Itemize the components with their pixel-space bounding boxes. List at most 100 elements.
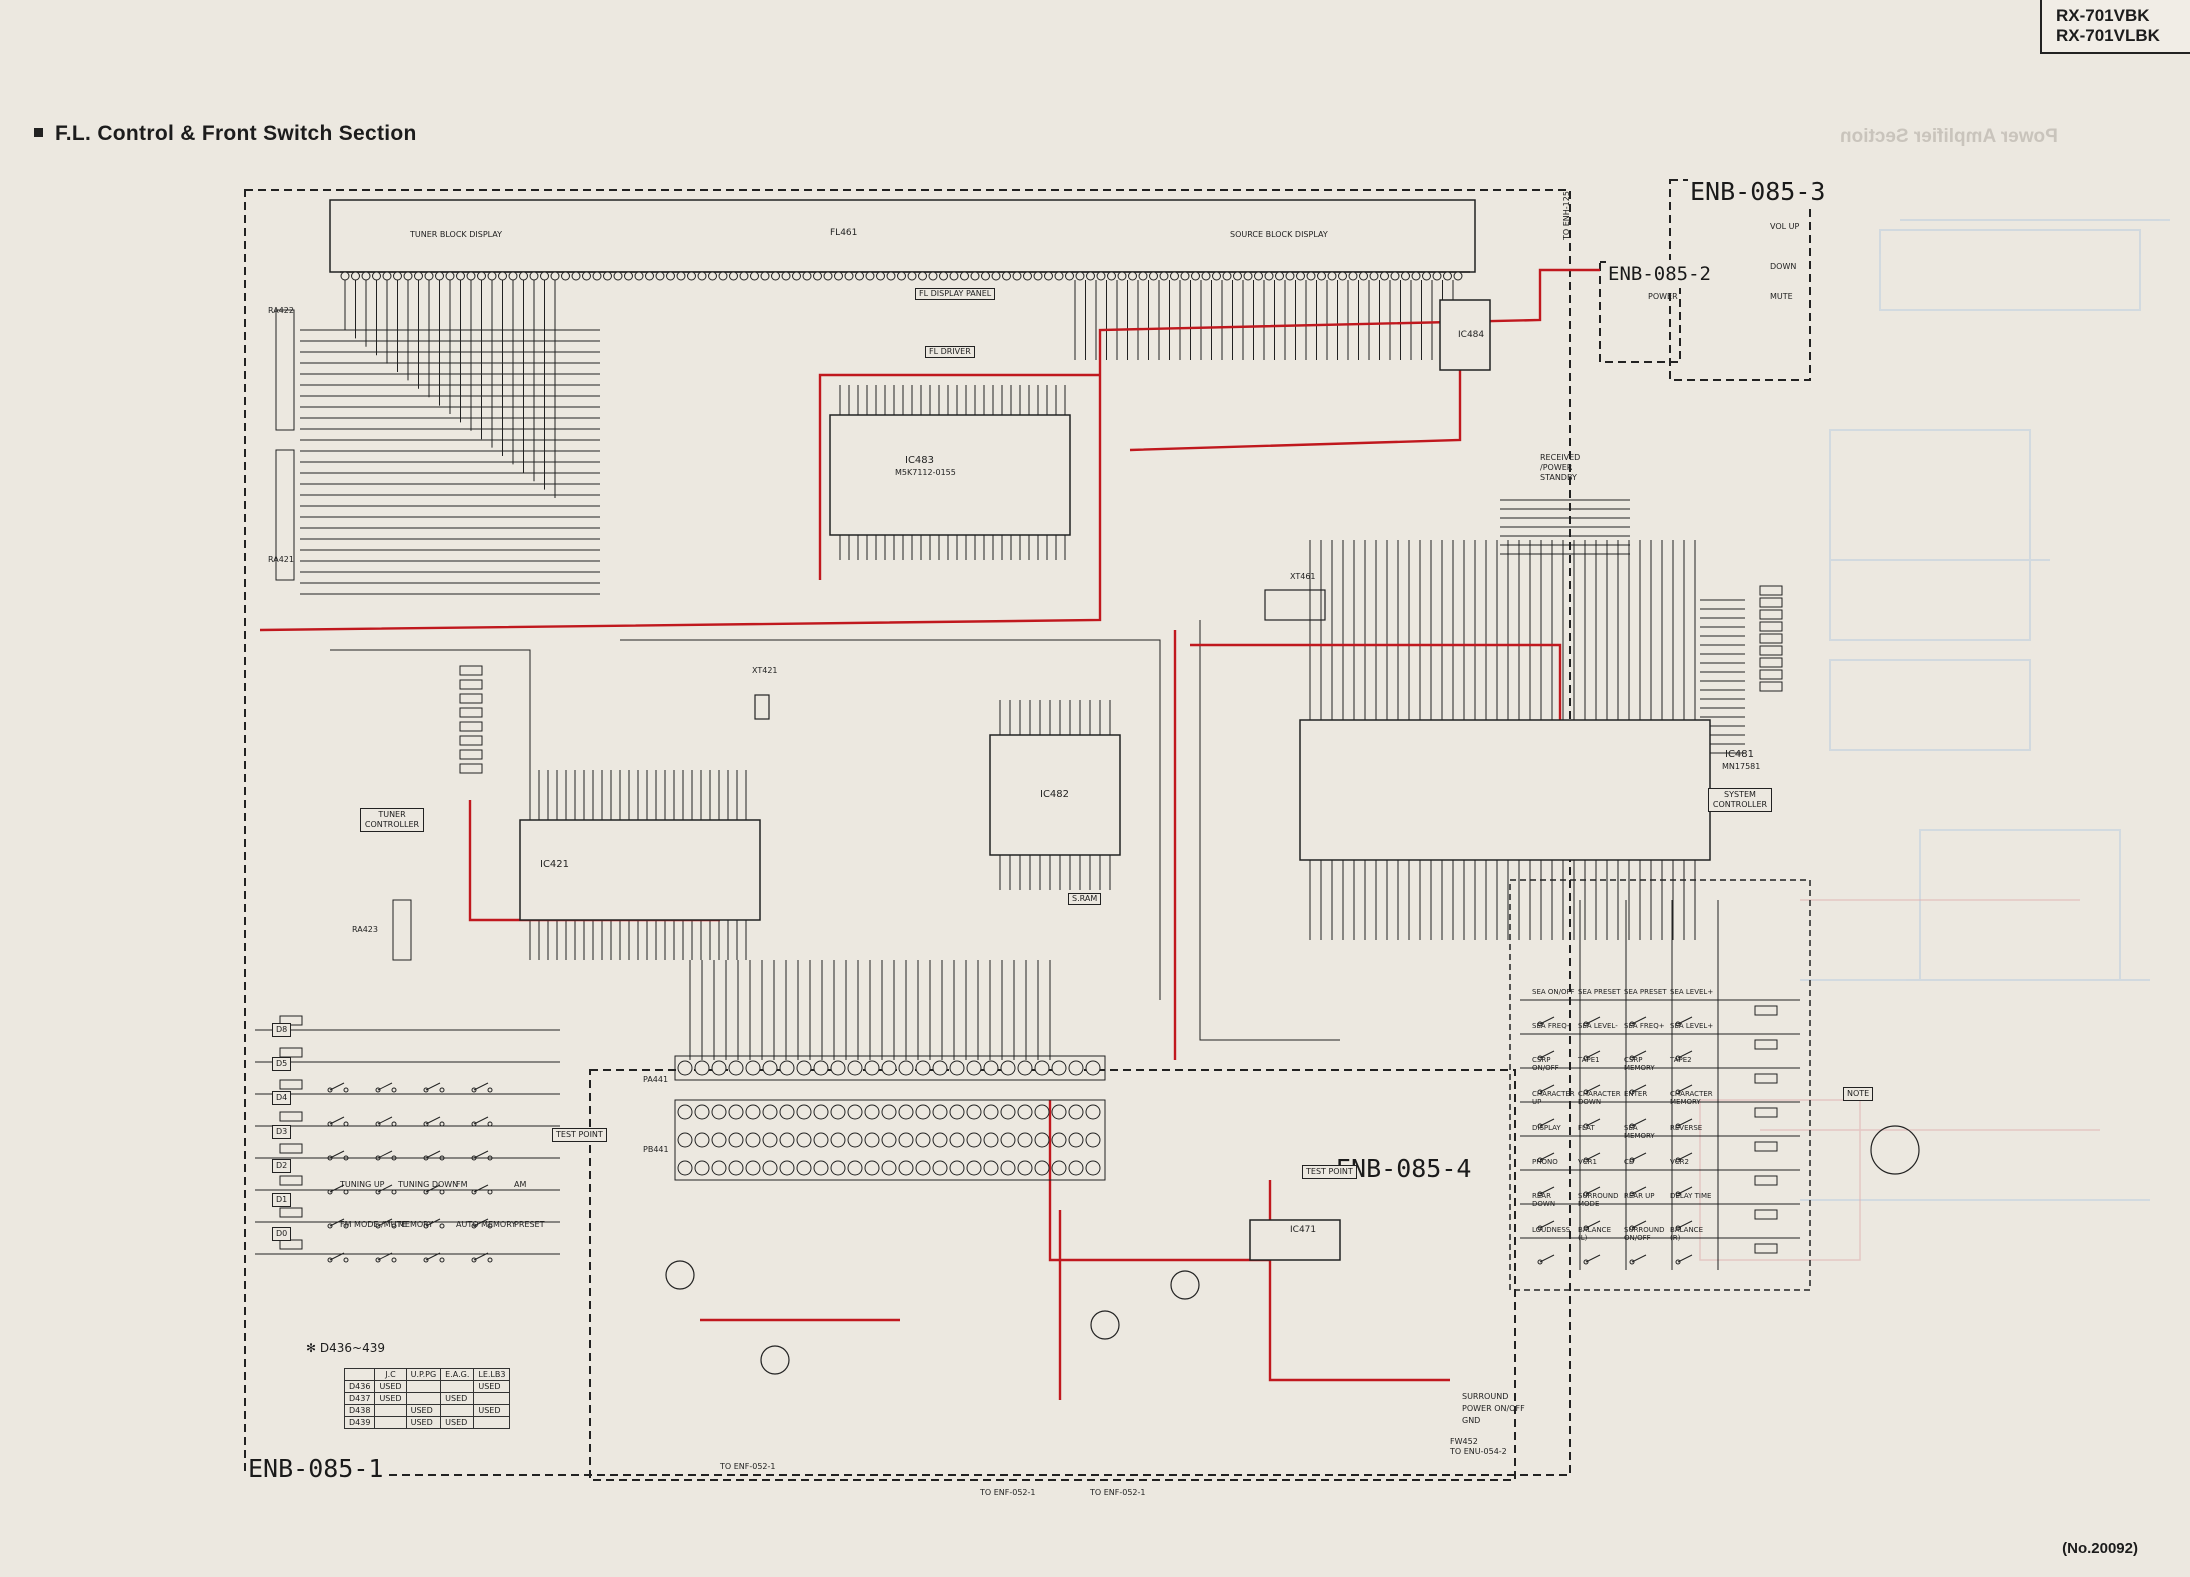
connector-pin <box>1000 1060 1016 1076</box>
right-switch-name: VCR2 <box>1670 1158 1689 1166</box>
label-ic471: IC471 <box>1290 1225 1317 1235</box>
switch-contact <box>1631 1186 1647 1195</box>
connector-pin <box>983 1132 999 1148</box>
fl-pin <box>487 271 497 281</box>
fl-pin <box>1380 271 1389 281</box>
fl-pin <box>1411 271 1421 281</box>
switch-node <box>327 1223 333 1229</box>
switch-node <box>439 1087 445 1093</box>
label-to-enu-054-2: TO ENU-054-2 <box>1450 1447 1507 1456</box>
switch-contact <box>1677 1016 1693 1025</box>
fl-pin <box>960 271 969 281</box>
connector-pin <box>949 1160 965 1176</box>
switch-node <box>1583 1021 1589 1027</box>
fl-tube-pins <box>340 271 1463 281</box>
label-xt421: XT421 <box>752 666 778 675</box>
switch-node <box>1537 1123 1543 1129</box>
right-switch-name: SEA FREQ+ <box>1624 1022 1665 1030</box>
crystals <box>754 589 1326 720</box>
label-ic481-part: MN17581 <box>1722 762 1761 771</box>
switch-node <box>1537 1191 1543 1197</box>
diode-table-cell: USED <box>405 1416 442 1429</box>
switch-contact <box>1631 1016 1647 1025</box>
connector-pin <box>1017 1060 1033 1076</box>
fl-pin <box>666 271 675 281</box>
wire <box>1199 620 1340 1041</box>
connector-pin <box>694 1104 710 1120</box>
right-switch-name: SEA LEVEL+ <box>1670 988 1714 996</box>
diode-table-note-text: D436~439 <box>319 1341 385 1355</box>
signal-pad <box>1754 1243 1778 1254</box>
label-ic484: IC484 <box>1458 330 1485 340</box>
right-switch-name: CD <box>1624 1158 1635 1166</box>
label-to-enh-125: TO ENH-125 <box>1562 191 1571 240</box>
switch-node <box>1583 1055 1589 1061</box>
note-transistor-symbol <box>1870 1125 1920 1175</box>
fl-pin <box>1054 271 1064 281</box>
fl-pin <box>393 271 402 281</box>
label-test-point-left: TEST POINT <box>552 1128 607 1142</box>
wire-red <box>259 268 1600 632</box>
fl-pin <box>498 271 507 281</box>
switch-node <box>1629 1055 1635 1061</box>
switch-node <box>439 1121 445 1127</box>
label-test-point-right: TEST POINT <box>1302 1165 1357 1179</box>
fl-pin <box>897 271 906 281</box>
switch-node <box>471 1155 477 1161</box>
switch-node <box>487 1257 493 1263</box>
switch-contact <box>329 1082 345 1091</box>
section-title-text: F.L. Control & Front Switch Section <box>55 122 417 145</box>
connector-pin <box>949 1104 965 1120</box>
left-dline-label: D8 <box>272 1023 292 1037</box>
label-enb-085-3: ENB-085-3 <box>1688 177 1828 206</box>
label-note: NOTE <box>1843 1087 1874 1101</box>
connector-pin <box>1068 1132 1084 1148</box>
switch-node <box>1675 1191 1681 1197</box>
switch-contact <box>1631 1084 1647 1093</box>
diode-table-cell: D439 <box>343 1416 376 1429</box>
fl-pin <box>771 271 780 281</box>
q481-transistor <box>1090 1310 1120 1340</box>
signal-pad <box>279 1079 303 1090</box>
switch-contact <box>473 1082 489 1091</box>
fl-pin <box>1033 271 1043 281</box>
fl-pin <box>1044 271 1053 281</box>
wire <box>330 649 531 770</box>
signal-pad <box>459 693 483 704</box>
switch-node <box>375 1087 381 1093</box>
switch-node <box>471 1189 477 1195</box>
connector-pin <box>1085 1060 1101 1076</box>
resistor-arrays <box>275 309 412 961</box>
label-power: POWER <box>1648 292 1678 301</box>
switch-node <box>423 1155 429 1161</box>
label-sram: S.RAM <box>1068 893 1102 905</box>
fl-pin <box>540 271 549 281</box>
switch-contact <box>473 1116 489 1125</box>
signal-pad <box>279 1143 303 1154</box>
switch-node <box>343 1223 349 1229</box>
label-ic481: IC481 <box>1725 749 1755 760</box>
label-enb-085-4: ENB-085-4 <box>1334 1154 1474 1183</box>
signal-pad <box>1754 1141 1778 1152</box>
switch-contact <box>473 1150 489 1159</box>
switch-contact <box>329 1116 345 1125</box>
signal-pad <box>459 665 483 676</box>
signal-pad <box>1759 657 1783 668</box>
signal-pad <box>459 721 483 732</box>
right-switch-name: VCR1 <box>1578 1158 1597 1166</box>
switch-node <box>391 1189 397 1195</box>
right-switch-name: DISPLAY <box>1532 1124 1561 1132</box>
fl-pin <box>886 271 896 281</box>
connector-pin <box>1068 1160 1084 1176</box>
switch-contact <box>1585 1254 1601 1263</box>
fl-pin <box>1359 271 1368 281</box>
fl-pin <box>1180 271 1190 281</box>
right-switch-name: REAR UP <box>1624 1192 1655 1200</box>
right-switch-name: LOUDNESS <box>1532 1226 1571 1234</box>
fl-pin <box>697 271 707 281</box>
diode-table-cell: USED <box>473 1380 511 1393</box>
left-switch-name: FM <box>456 1180 468 1189</box>
fl-pin <box>1138 271 1148 281</box>
